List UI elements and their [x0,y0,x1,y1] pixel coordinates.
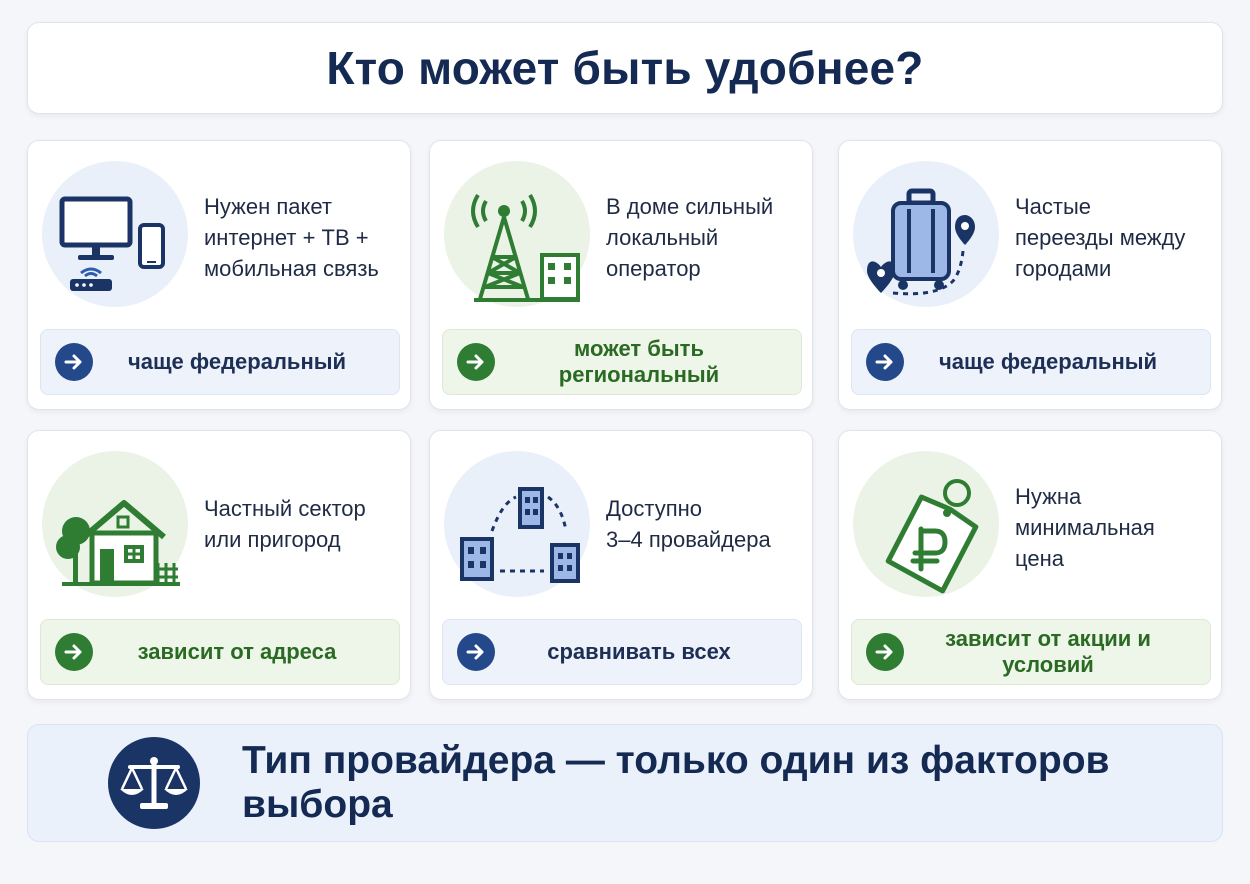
card-description: Частые переезды между городами [1015,194,1186,281]
card-description: Нужен пакет интернет + ТВ + мобильная св… [204,194,379,281]
summary-banner: Тип провайдера — только один из факторов… [27,724,1223,842]
recommendation-text: чаще федеральный [127,349,347,374]
arrow-right-icon [55,343,93,381]
recommendation-text: зависит от адреса [137,639,337,664]
card-description: В доме сильный локальный оператор [606,194,774,281]
house-tree-icon [42,451,188,597]
arrow-right-icon [457,633,495,671]
card-description: Доступно 3–4 провайдера [606,496,771,552]
radio-tower-building-icon [444,161,590,307]
card-suburb: Частный сектор или пригород зависит от а… [27,430,411,700]
recommendation-tag: зависит от акции и условий [851,619,1211,685]
arrow-right-icon [457,343,495,381]
ruble-price-tag-icon [853,451,999,597]
recommendation-tag: может быть региональный [442,329,802,395]
title-banner: Кто может быть удобнее? [27,22,1223,114]
arrow-right-icon [866,633,904,671]
arrow-right-icon [866,343,904,381]
card-description: Частный сектор или пригород [204,496,366,552]
recommendation-text: чаще федеральный [938,349,1158,374]
recommendation-tag: сравнивать всех [442,619,802,685]
card-local-operator: В доме сильный локальный оператор может … [429,140,813,410]
recommendation-text: может быть региональный [558,336,720,387]
three-buildings-icon [444,451,590,597]
scales-icon [108,737,200,829]
card-relocation: Частые переезды между городами чаще феде… [838,140,1222,410]
recommendation-tag: чаще федеральный [40,329,400,395]
card-min-price: Нужна минимальная цена зависит от акции … [838,430,1222,700]
tv-router-phone-icon [42,161,188,307]
suitcase-route-icon [853,161,999,307]
recommendation-tag: зависит от адреса [40,619,400,685]
recommendation-tag: чаще федеральный [851,329,1211,395]
recommendation-text: зависит от акции и условий [945,626,1151,677]
card-several-providers: Доступно 3–4 провайдера сравнивать всех [429,430,813,700]
arrow-right-icon [55,633,93,671]
card-description: Нужна минимальная цена [1015,484,1155,571]
page-title: Кто может быть удобнее? [326,42,924,94]
summary-text: Тип провайдера — только один из факторов… [242,739,1110,826]
card-bundle: Нужен пакет интернет + ТВ + мобильная св… [27,140,411,410]
recommendation-text: сравнивать всех [547,639,731,664]
